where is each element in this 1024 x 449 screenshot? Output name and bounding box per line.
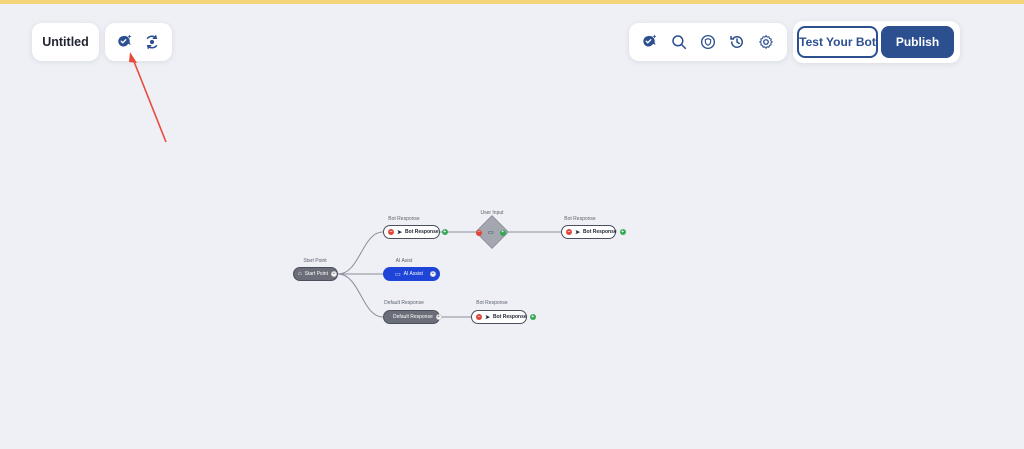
- delete-node-icon[interactable]: –: [476, 313, 482, 320]
- connector-start-bot1: [337, 231, 384, 275]
- ai-assist-text: AI Assist: [403, 271, 423, 277]
- publish-button[interactable]: Publish: [881, 26, 954, 58]
- shield-icon[interactable]: [696, 30, 720, 54]
- bot-response-caption: Bot Response: [388, 216, 420, 222]
- monitor-icon: ▭: [395, 271, 401, 278]
- add-node-icon[interactable]: +: [619, 228, 626, 235]
- add-node-icon[interactable]: +: [330, 270, 337, 277]
- default-response-text: Default Response: [393, 314, 433, 320]
- bot-title-card[interactable]: Untitled: [32, 23, 99, 61]
- bot-response-text: Bot Response: [583, 229, 617, 235]
- bot-response-caption: Bot Response: [476, 300, 508, 306]
- start-point-node[interactable]: ⌂ Start Point +: [293, 267, 338, 281]
- search-icon[interactable]: [667, 30, 691, 54]
- delete-node-icon[interactable]: –: [388, 228, 394, 235]
- start-point-caption: Start Point: [303, 258, 327, 264]
- history-icon[interactable]: [725, 30, 749, 54]
- test-bot-button[interactable]: Test Your Bot: [797, 26, 878, 58]
- bot-response-caption: Bot Response: [564, 216, 596, 222]
- home-icon: ⌂: [298, 271, 302, 277]
- add-node-icon[interactable]: +: [430, 270, 436, 277]
- sync-icon[interactable]: [140, 30, 164, 54]
- user-input-caption: User Input: [480, 210, 504, 216]
- bot-response-text: Bot Response: [405, 229, 439, 235]
- send-icon: ➤: [485, 314, 491, 321]
- delete-node-icon[interactable]: –: [566, 228, 572, 235]
- connector-start-default: [337, 273, 384, 318]
- add-node-icon[interactable]: +: [499, 229, 506, 236]
- ai-assist-icon[interactable]: [113, 30, 137, 54]
- ai-assist-icon[interactable]: [638, 30, 662, 54]
- ai-assist-node[interactable]: ▭ AI Assist +: [383, 267, 440, 281]
- add-node-icon[interactable]: +: [441, 228, 448, 235]
- left-toolbar: [105, 23, 172, 61]
- bot-response-node[interactable]: – ➤ Bot Response +: [561, 225, 626, 239]
- add-node-icon[interactable]: +: [435, 313, 442, 320]
- top-accent-stripe: [0, 0, 1024, 4]
- send-icon: ➤: [397, 229, 403, 236]
- user-input-controls: – ▭ +: [476, 229, 506, 236]
- default-response-node[interactable]: Default Response +: [383, 310, 442, 324]
- settings-icon[interactable]: [754, 30, 778, 54]
- send-icon: ➤: [575, 229, 581, 236]
- bot-title[interactable]: Untitled: [42, 35, 89, 49]
- bot-response-text: Bot Response: [493, 314, 527, 320]
- add-node-icon[interactable]: +: [529, 313, 536, 320]
- ai-assist-caption: AI Asist: [395, 258, 413, 264]
- bot-response-node[interactable]: – ➤ Bot Response +: [471, 310, 536, 324]
- keyboard-icon: ▭: [488, 230, 494, 236]
- bot-response-node[interactable]: – ➤ Bot Response +: [383, 225, 448, 239]
- delete-node-icon[interactable]: –: [476, 229, 482, 236]
- start-point-text: Start Point: [304, 271, 328, 277]
- default-response-caption: Default Response: [384, 300, 424, 306]
- action-buttons: Test Your Bot Publish: [793, 21, 960, 63]
- right-toolbar: [629, 23, 787, 61]
